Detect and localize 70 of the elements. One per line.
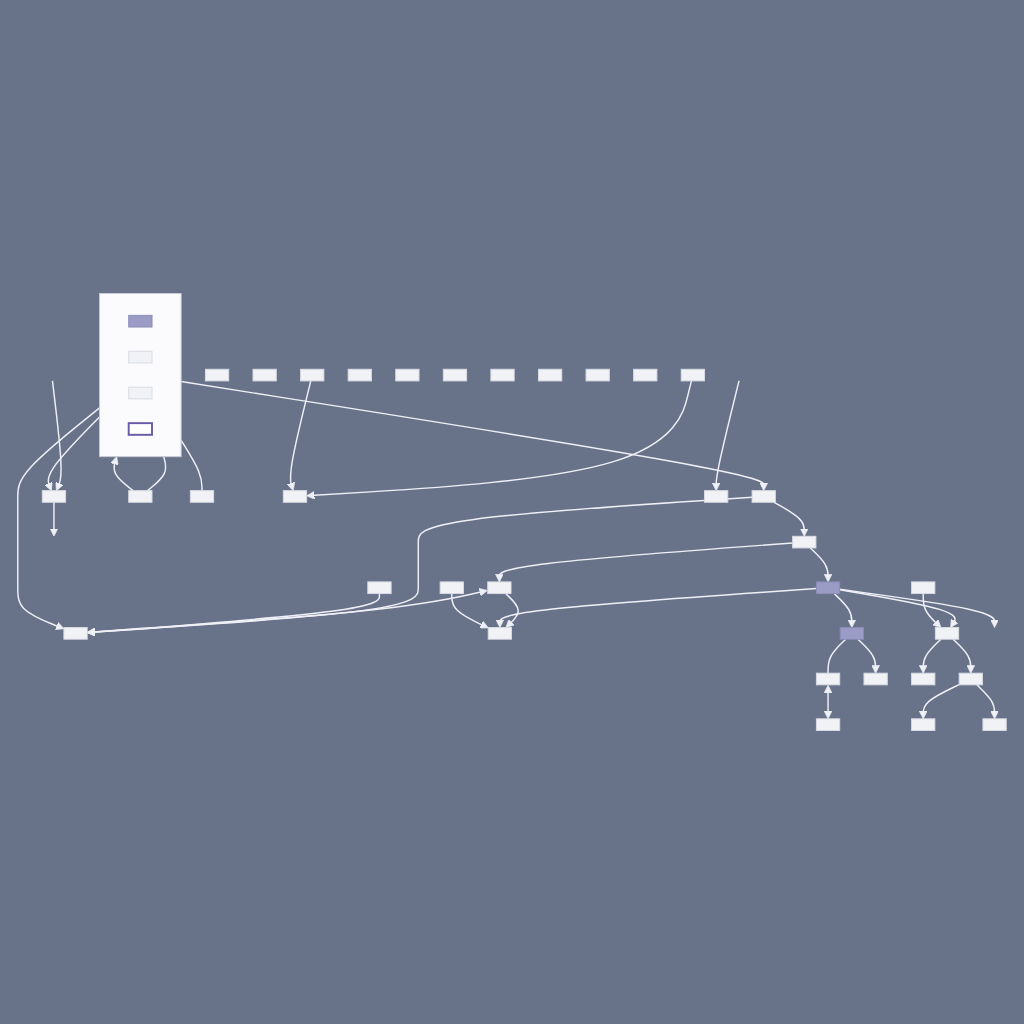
arrow: [839, 589, 959, 628]
node-box: [982, 718, 1007, 731]
node-box: [63, 627, 88, 640]
node-box: [439, 581, 464, 595]
arrow: [86, 588, 488, 637]
arrow: [918, 683, 960, 720]
arrow: [976, 684, 999, 720]
node-box: [815, 581, 841, 595]
node-box: [839, 627, 864, 640]
arrow: [773, 501, 809, 537]
node-box: [863, 672, 888, 686]
arrow: [451, 592, 489, 629]
node-box: [367, 581, 392, 595]
node-box: [792, 535, 817, 549]
node-box: [487, 581, 512, 595]
node-box: [911, 581, 936, 595]
arrow: [86, 592, 381, 637]
arrow: [286, 380, 312, 492]
arrow: [823, 684, 833, 720]
arrow: [495, 587, 818, 628]
node-box: [958, 672, 983, 686]
node-box: [282, 490, 308, 503]
node-box: [490, 368, 515, 382]
node-box: [537, 368, 563, 382]
arrow: [922, 592, 942, 628]
arrow: [86, 496, 753, 637]
arrow: [711, 380, 740, 492]
node-box: [41, 490, 67, 503]
arrow: [110, 456, 134, 492]
connector: [146, 455, 167, 492]
arrow: [44, 416, 101, 492]
arrow: [306, 380, 693, 500]
node-box: [395, 368, 420, 382]
node-bar: [127, 422, 153, 436]
node-box: [252, 368, 277, 382]
arrow: [952, 638, 976, 674]
arrow: [495, 542, 794, 583]
node-box: [189, 490, 215, 503]
node-box: [815, 672, 841, 686]
arrow: [833, 592, 857, 628]
node-box: [128, 314, 153, 328]
arrow: [17, 407, 101, 630]
arrow: [504, 592, 519, 628]
arrow: [857, 638, 880, 674]
node-box: [815, 718, 841, 731]
connector: [180, 439, 203, 492]
node-box: [934, 627, 960, 640]
connector: [827, 638, 847, 674]
arrow: [809, 547, 833, 583]
arrow: [839, 588, 999, 628]
arrow: [918, 638, 942, 674]
node-box: [680, 368, 705, 382]
arrow: [51, 380, 64, 492]
node-box: [911, 672, 936, 686]
node-box: [204, 368, 230, 382]
cluster: [99, 293, 182, 458]
arrow: [180, 380, 768, 492]
node-box: [704, 490, 729, 503]
node-box: [442, 368, 468, 382]
node-box: [751, 490, 776, 503]
node-box: [585, 368, 610, 382]
node-box: [300, 368, 325, 382]
node-box: [128, 490, 153, 503]
node-box: [633, 368, 658, 382]
node-box: [487, 627, 512, 640]
arrow: [49, 501, 59, 537]
node-box: [128, 350, 153, 364]
node-box: [347, 368, 372, 382]
node-box: [128, 386, 153, 400]
node-box: [911, 718, 936, 731]
